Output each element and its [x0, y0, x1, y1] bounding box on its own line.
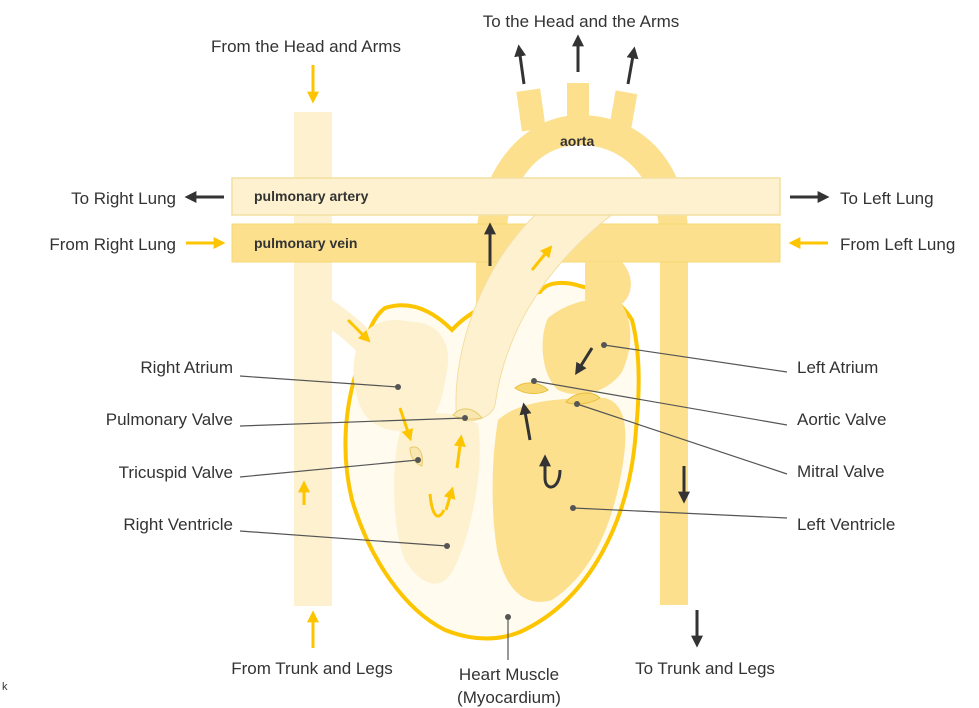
pin-right-atrium	[395, 384, 401, 390]
pin-aortic-valve	[531, 378, 537, 384]
tricuspid-valve-label: Tricuspid Valve	[119, 463, 233, 482]
left-atrium-label: Left Atrium	[797, 358, 878, 377]
pin-left-ventricle	[570, 505, 576, 511]
heart-muscle-label: Heart Muscle	[459, 665, 559, 684]
to-left-lung-label: To Left Lung	[840, 189, 934, 208]
from-trunk-legs-label: From Trunk and Legs	[231, 659, 393, 678]
pulmonary-valve-label: Pulmonary Valve	[106, 410, 233, 429]
pin-pulmonary-valve	[462, 415, 468, 421]
aorta-label: aorta	[560, 133, 594, 149]
edge-mark: k	[2, 681, 8, 693]
aorta-branch-1	[516, 89, 545, 132]
pin-heart-muscle	[505, 614, 511, 620]
aortic-valve-label: Aortic Valve	[797, 410, 886, 429]
right-atrium-label: Right Atrium	[140, 358, 233, 377]
myocardium-label: (Myocardium)	[457, 688, 561, 707]
outflow-arrow-head-1	[519, 48, 524, 84]
pin-mitral-valve	[574, 401, 580, 407]
pin-tricuspid-valve	[415, 457, 421, 463]
right-ventricle-label: Right Ventricle	[123, 515, 233, 534]
pin-left-atrium	[601, 342, 607, 348]
aorta-branch-3	[609, 90, 638, 133]
aorta-branch-2	[567, 83, 589, 123]
to-head-arms-label: To the Head and the Arms	[483, 12, 680, 31]
outflow-arrow-head-3	[628, 50, 634, 84]
pulmonary-artery-label: pulmonary artery	[254, 188, 369, 204]
from-head-arms-label: From the Head and Arms	[211, 37, 401, 56]
to-right-lung-label: To Right Lung	[71, 189, 176, 208]
to-trunk-legs-label: To Trunk and Legs	[635, 659, 775, 678]
pulmonary-vein-label: pulmonary vein	[254, 235, 357, 251]
mitral-valve-label: Mitral Valve	[797, 462, 885, 481]
pulmonary-vein-to-left-atrium	[585, 262, 631, 305]
from-right-lung-label: From Right Lung	[49, 235, 176, 254]
left-ventricle-label: Left Ventricle	[797, 515, 895, 534]
from-left-lung-label: From Left Lung	[840, 235, 955, 254]
pin-right-ventricle	[444, 543, 450, 549]
left-ventricle-shape	[493, 398, 626, 602]
